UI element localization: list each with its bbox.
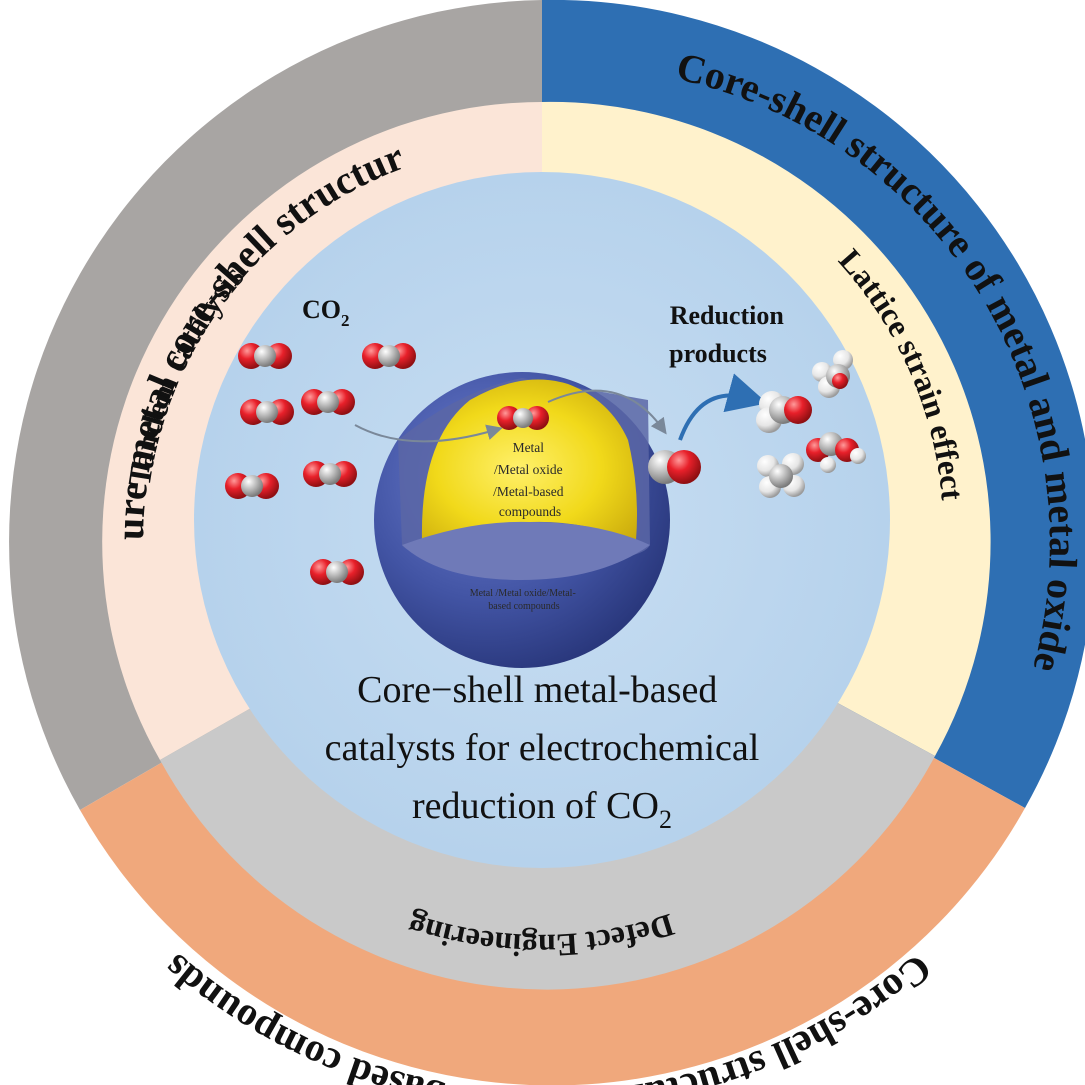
core-label: Metal /Metal oxide /Metal-based compound… xyxy=(493,440,567,519)
product-molecule-formic-acid xyxy=(806,432,866,473)
co2-molecule-adsorbed xyxy=(497,406,549,430)
shell-label: Metal /Metal oxide/Metal- based compound… xyxy=(470,588,579,612)
release-arrow xyxy=(678,373,768,441)
product-molecule-methanol-top xyxy=(812,350,853,398)
product-molecule-methane xyxy=(757,453,805,498)
sphere-cut-floor xyxy=(402,521,650,580)
co-intermediate xyxy=(648,450,701,484)
co2-molecules xyxy=(225,343,549,585)
sphere-core xyxy=(421,379,637,540)
center-title-line3: reduction of CO2 xyxy=(412,785,672,834)
product-molecule-formaldehyde xyxy=(756,391,812,433)
center-title: Core−shell metal-based catalysts for ele… xyxy=(325,669,760,769)
co2-molecule xyxy=(303,461,357,487)
co2-molecule xyxy=(225,473,279,499)
product-molecules xyxy=(756,350,866,498)
co2-label: CO2 xyxy=(302,295,350,330)
core-shell-sphere: Metal /Metal oxide /Metal-based compound… xyxy=(374,372,670,668)
co2-molecule xyxy=(301,389,355,415)
co2-molecule xyxy=(310,559,364,585)
co2-molecule xyxy=(240,399,294,425)
co2-molecule xyxy=(238,343,292,369)
conversion-arrow xyxy=(547,389,667,435)
co2-molecule xyxy=(362,343,416,369)
products-label: Reduction products xyxy=(669,301,790,368)
adsorption-arrow xyxy=(354,424,503,443)
